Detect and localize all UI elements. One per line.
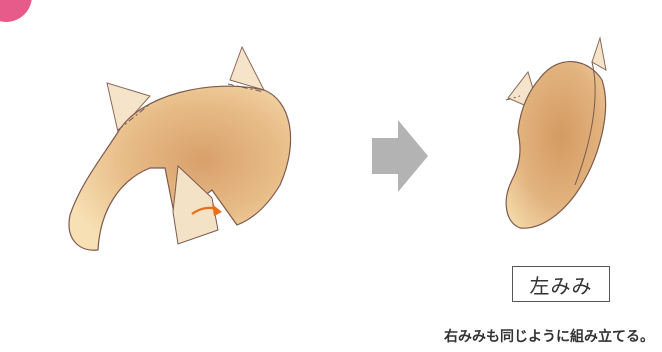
after-fold-edge [574, 61, 596, 186]
after-fold-line [505, 95, 521, 101]
ear-before [68, 45, 292, 251]
after-right-flap [591, 36, 607, 71]
ear-after [505, 36, 607, 229]
fold-line-right [227, 83, 265, 93]
ear-label: 左みみ [512, 266, 610, 302]
right-arrow-icon [372, 120, 428, 192]
instruction-caption: 右みみも同じように組み立てる。 [444, 329, 654, 345]
after-ear-body [505, 61, 607, 229]
fold-arrow-icon [191, 204, 222, 216]
fold-flap [172, 164, 219, 245]
right-flap [229, 45, 265, 91]
